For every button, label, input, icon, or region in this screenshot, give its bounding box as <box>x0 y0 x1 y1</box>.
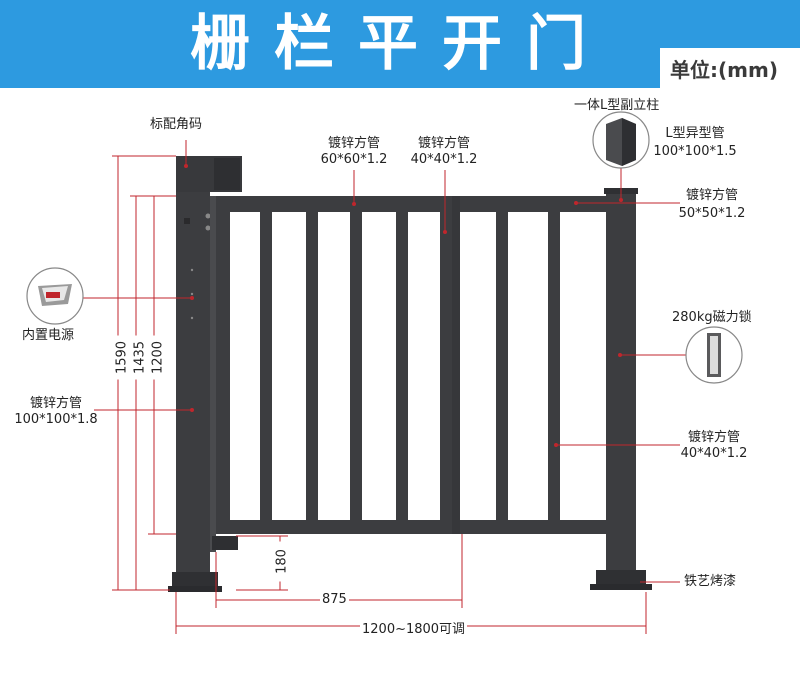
dim-height-post: 1435 <box>132 335 148 380</box>
label-magnetic-lock: 280kg磁力锁 <box>672 310 752 325</box>
gate-bar <box>260 212 272 520</box>
dim-total-width: 1200~1800可调 <box>360 618 468 637</box>
gate-bar <box>496 212 508 520</box>
gate-bar <box>350 212 362 520</box>
gate-top-rail <box>216 196 624 212</box>
unit-label: 单位:(mm) <box>670 58 778 82</box>
label-top-rail-material: 镀锌方管 <box>685 188 738 203</box>
gate-bar <box>396 212 408 520</box>
magnetic-lock-thumbnail <box>685 326 743 384</box>
left-main-post <box>176 190 210 576</box>
label-gate-bar-spec: 40*40*1.2 <box>410 152 478 167</box>
right-base-plate <box>596 570 646 588</box>
right-post <box>606 192 636 576</box>
label-gate-frame-material: 镀锌方管 <box>327 136 380 151</box>
label-l-post-material: L型异型管 <box>665 126 725 141</box>
gate-bar <box>306 212 318 520</box>
gate-mid-joint <box>452 196 460 534</box>
unit-box <box>660 48 800 88</box>
gate-left-stile <box>216 196 230 534</box>
gate-bar <box>440 212 452 520</box>
motor-head-shade <box>214 158 240 190</box>
leader-lines <box>80 140 688 583</box>
label-l-post-title: 一体L型副立柱 <box>574 98 660 113</box>
dim-height-gate: 1200 <box>150 335 166 380</box>
dim-ground-gap: 180 <box>274 541 290 582</box>
label-paint: 铁艺烤漆 <box>684 574 737 589</box>
label-power-supply: 内置电源 <box>22 328 75 343</box>
hinge-rod <box>210 196 216 552</box>
label-corner-bracket: 标配角码 <box>150 117 203 132</box>
label-main-post-material: 镀锌方管 <box>29 396 82 411</box>
left-base-plate <box>172 572 218 590</box>
l-post-thumbnail <box>592 111 650 169</box>
page-title: 栅栏平开门 <box>190 9 610 79</box>
gate-bottom-rail <box>216 520 624 534</box>
dim-height-total: 1590 <box>114 335 130 380</box>
gate-bar <box>548 212 560 520</box>
label-main-post-spec: 100*100*1.8 <box>14 412 98 427</box>
label-right-bar-spec: 40*40*1.2 <box>680 446 748 461</box>
power-supply-thumbnail <box>26 267 84 325</box>
bottom-hinge <box>212 536 238 550</box>
dim-gate-width: 875 <box>320 592 349 607</box>
label-top-rail-spec: 50*50*1.2 <box>678 206 746 221</box>
label-l-post-spec: 100*100*1.5 <box>653 144 737 159</box>
label-right-bar-material: 镀锌方管 <box>687 430 740 445</box>
label-gate-frame-spec: 60*60*1.2 <box>320 152 388 167</box>
label-gate-bar-material: 镀锌方管 <box>417 136 470 151</box>
